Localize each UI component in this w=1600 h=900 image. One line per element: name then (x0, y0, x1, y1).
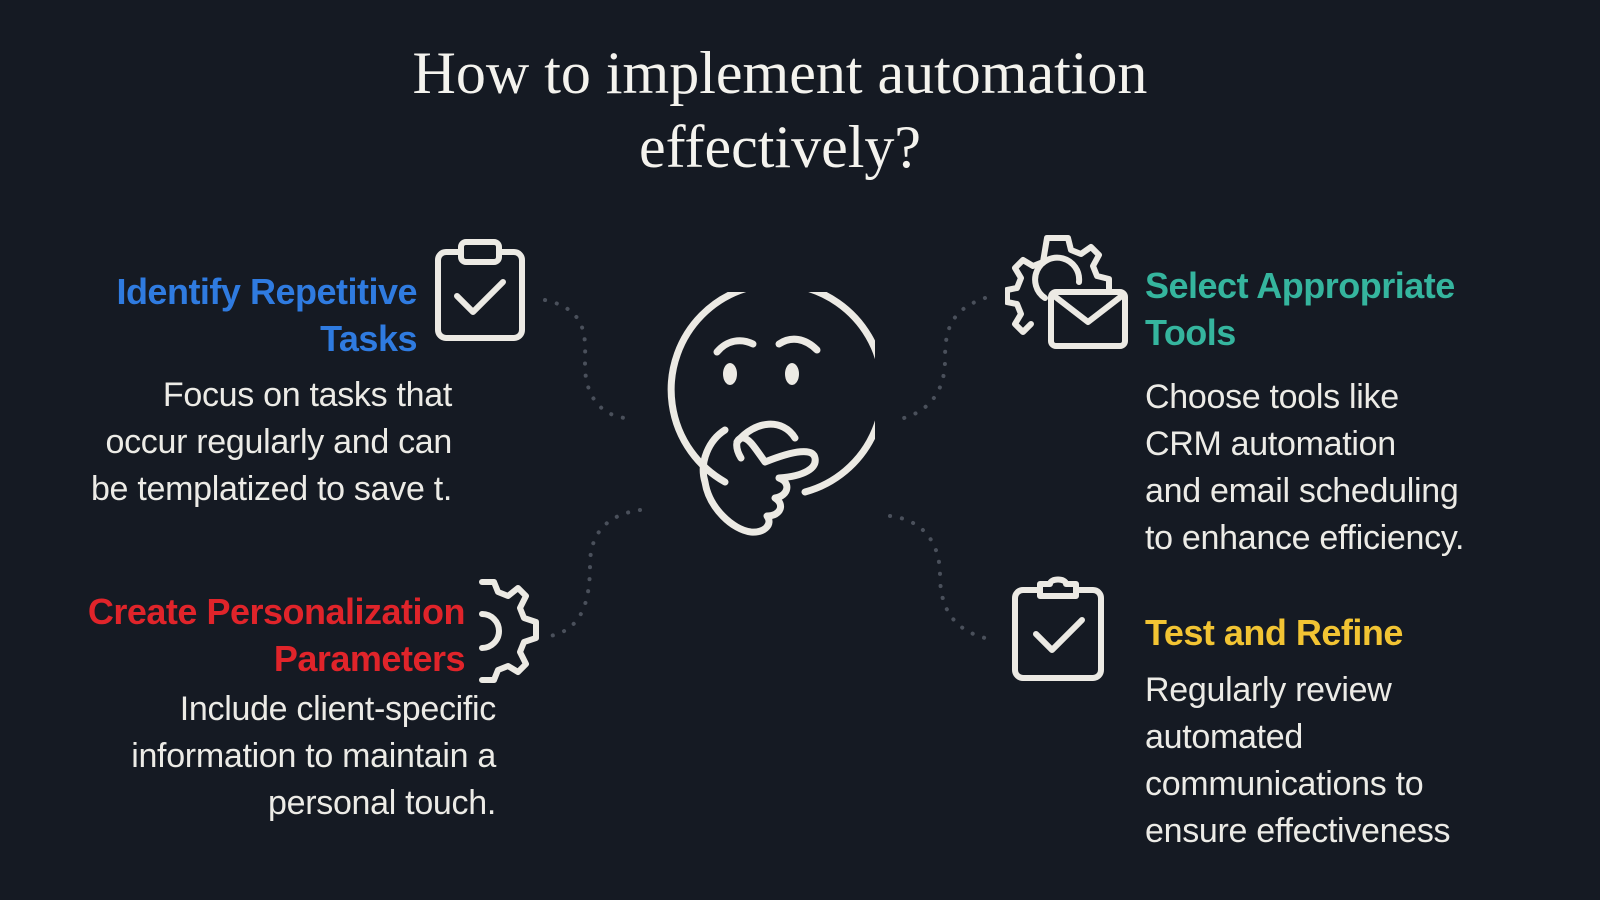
step-4-desc-line-4: ensure effectiveness (1145, 812, 1451, 850)
clipboard-check-icon (1010, 572, 1106, 684)
step-4-heading: Test and Refine (1145, 609, 1545, 656)
title-line-2: effectively? (638, 114, 922, 180)
step-2-heading: Select Appropriate Tools (1145, 262, 1545, 356)
page-title: How to implement automation effectively? (0, 36, 1560, 184)
step-3-heading-line-2: Parameters (273, 638, 466, 679)
step-3-desc-line-1: Include client-specific (179, 690, 497, 728)
step-4-desc-line-3: communications to (1145, 765, 1424, 803)
gear-envelope-icon (1005, 232, 1131, 354)
step-1-description: Focus on tasks that occur regularly and … (40, 372, 452, 513)
clipboard-check-icon (433, 238, 527, 344)
connector-bottom-left (548, 508, 642, 638)
thinking-face-icon (655, 292, 875, 552)
connector-top-right (893, 296, 987, 422)
step-3-heading-line-1: Create Personalization (87, 591, 466, 632)
step-4-heading-line-1: Test and Refine (1145, 612, 1403, 653)
step-1-heading: Identify Repetitive Tasks (60, 268, 417, 362)
step-4-desc-line-2: automated (1145, 718, 1303, 756)
step-2-description: Choose tools like CRM automation and ema… (1145, 374, 1565, 562)
step-2-desc-line-4: to enhance efficiency. (1145, 519, 1465, 557)
step-1-desc-line-1: Focus on tasks that (162, 376, 452, 414)
gear-icon (478, 576, 542, 686)
step-1-desc-line-3: be templatized to save t. (90, 470, 452, 508)
step-4-description: Regularly review automated communication… (1145, 667, 1565, 855)
step-2-heading-line-2: Tools (1145, 312, 1236, 353)
step-3-description: Include client-specific information to m… (40, 686, 496, 827)
step-3-desc-line-3: personal touch. (268, 784, 496, 822)
step-3-heading: Create Personalization Parameters (40, 588, 466, 682)
connector-top-left (543, 298, 627, 420)
step-3-desc-line-2: information to maintain a (131, 737, 496, 775)
step-1-desc-line-2: occur regularly and can (105, 423, 452, 461)
step-4-desc-line-1: Regularly review (1145, 671, 1392, 709)
step-2-desc-line-3: and email scheduling (1145, 472, 1459, 510)
step-1-heading-line-1: Identify Repetitive (116, 271, 417, 312)
connector-bottom-right (888, 514, 987, 640)
step-1-heading-line-2: Tasks (320, 318, 417, 359)
step-2-heading-line-1: Select Appropriate (1145, 265, 1455, 306)
step-2-desc-line-1: Choose tools like (1145, 378, 1399, 416)
step-2-desc-line-2: CRM automation (1145, 425, 1396, 463)
title-line-1: How to implement automation (412, 40, 1148, 106)
